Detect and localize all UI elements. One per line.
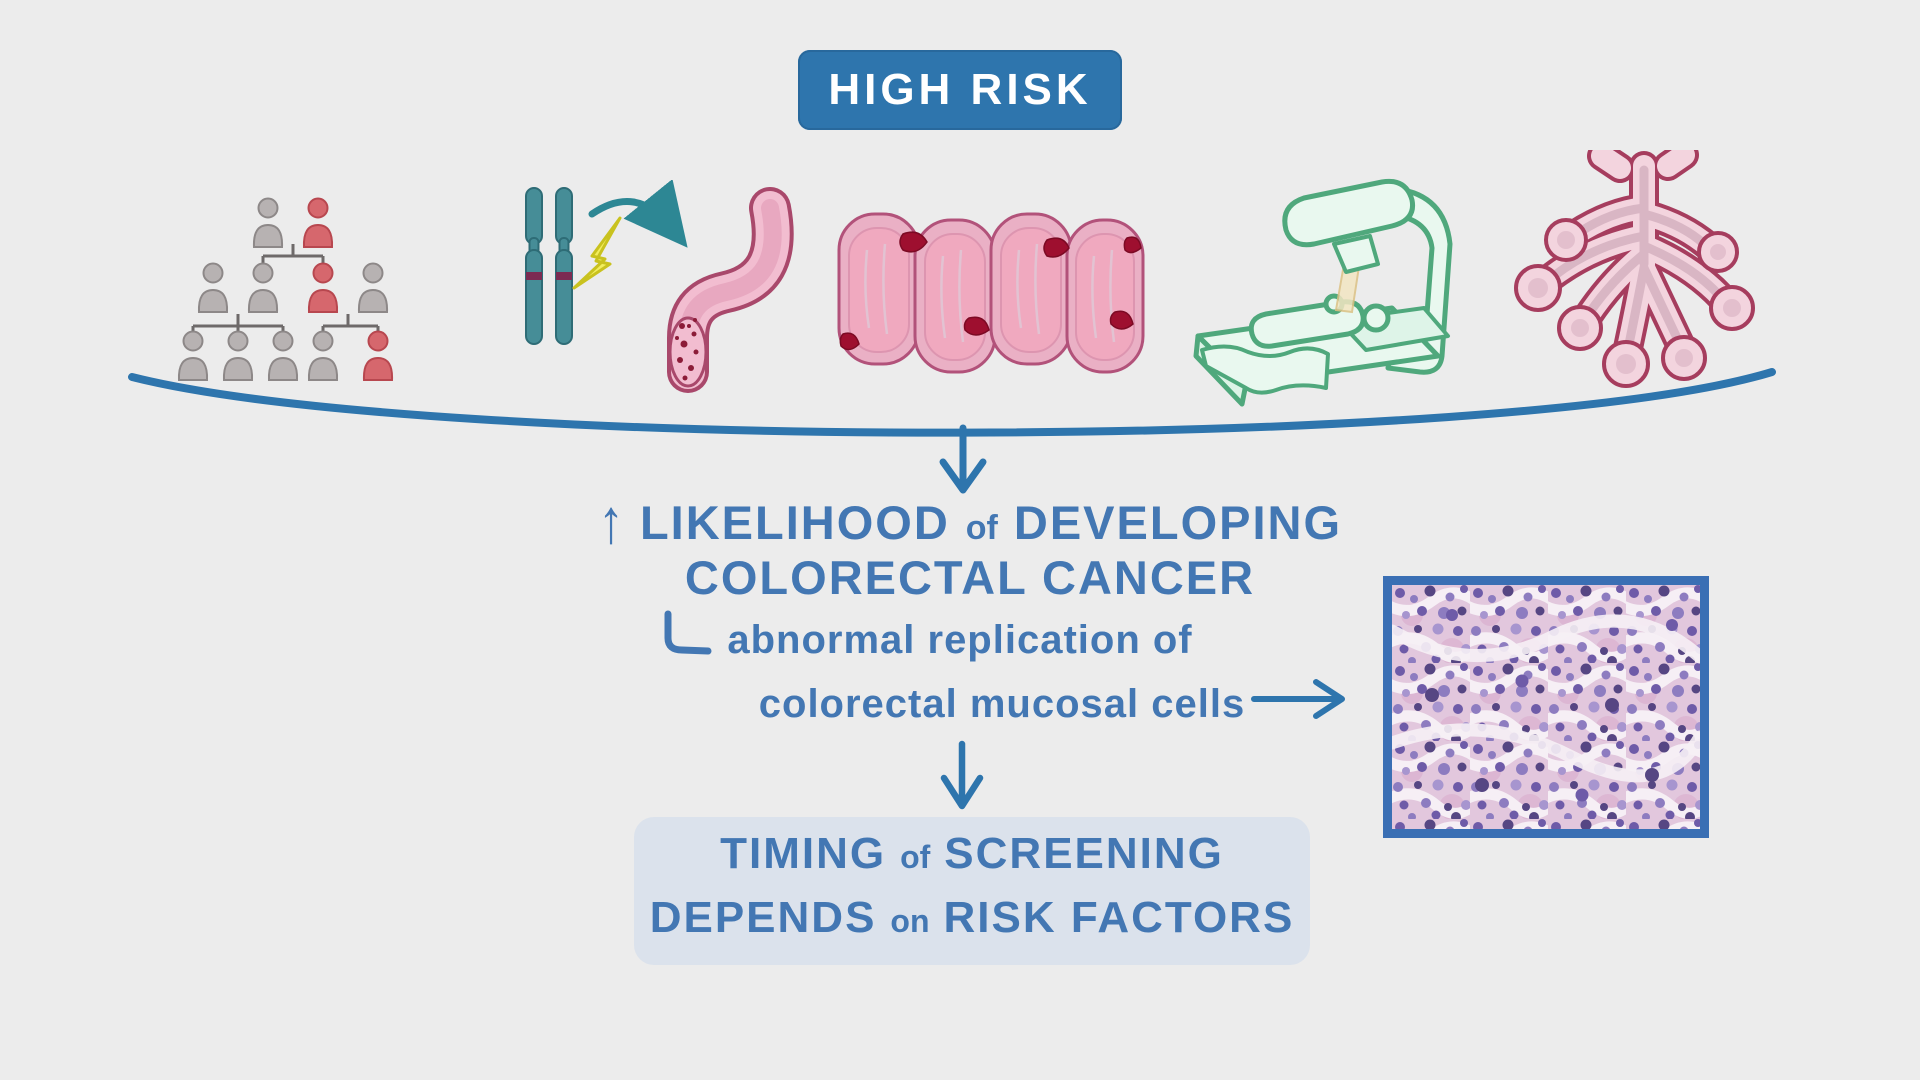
- note-line2: colorectal mucosal cells: [758, 681, 1246, 726]
- conclusion-word: TIMING: [720, 829, 887, 878]
- histology-micrograph: [1383, 576, 1709, 838]
- lightning-bolt-icon: [572, 216, 622, 290]
- heading-line2: COLORECTAL CANCER: [684, 551, 1256, 604]
- conclusion-word-on: on: [890, 903, 930, 939]
- chromosome-mutation-colon-illustration: [525, 180, 794, 393]
- timing-screening-box: TIMING of SCREENING DEPENDS on RISK FACT…: [634, 817, 1310, 965]
- pedigree-people: [177, 197, 394, 381]
- patient-head: [1361, 303, 1391, 333]
- pedigree-lines: [191, 244, 380, 336]
- down-arrow-1: [939, 424, 987, 494]
- conclusion-word-of: of: [900, 839, 931, 875]
- branching-adenoma-illustration: [1514, 150, 1755, 388]
- heading-word: DEVELOPING: [1013, 496, 1343, 549]
- mucosa-streaks: [864, 243, 1116, 343]
- microscope-head: [1282, 178, 1416, 248]
- family-tree-illustration: [177, 197, 394, 381]
- curved-arrow-icon: [588, 180, 688, 248]
- high-risk-banner: HIGH RISK: [798, 50, 1122, 130]
- heading-word: LIKELIHOOD: [639, 496, 950, 549]
- increase-arrow-glyph: ↑: [597, 487, 624, 557]
- microscope-over-patient-illustration: [1193, 178, 1453, 407]
- conclusion-word: DEPENDS: [649, 893, 877, 942]
- down-arrow-2: [940, 740, 984, 810]
- conclusion-word: SCREENING: [944, 829, 1224, 878]
- conclusion-word: RISK FACTORS: [943, 893, 1295, 942]
- ulcer-lesions: [839, 231, 1142, 351]
- histology-tissue: [1392, 585, 1700, 829]
- high-risk-label: HIGH RISK: [828, 65, 1092, 114]
- sigmoid-colon-icon: [667, 187, 794, 393]
- chromosome-pair-icon: [525, 187, 573, 345]
- heading-word-of: of: [965, 509, 998, 547]
- note-line1: abnormal replication of: [727, 617, 1193, 662]
- abnormal-replication-note: abnormal replication of colorectal mucos…: [660, 608, 1260, 736]
- objective-lens: [1332, 234, 1380, 274]
- inflamed-colon-illustration: [837, 212, 1145, 374]
- likelihood-heading: ↑ LIKELIHOOD of DEVELOPING COLORECTAL CA…: [540, 487, 1400, 608]
